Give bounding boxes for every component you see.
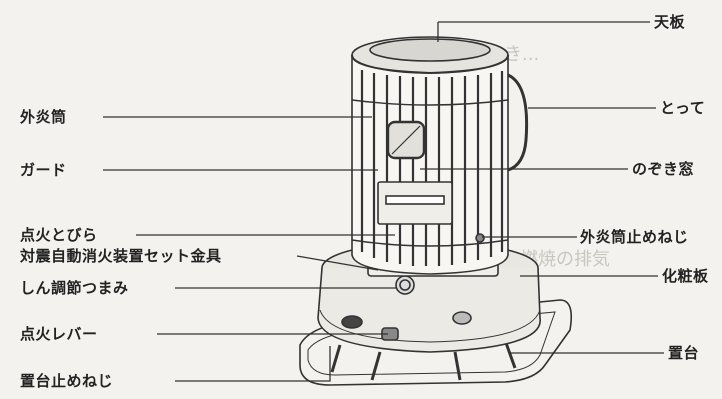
label-base-screw: 置台止めねじ [20,372,114,390]
small-knob [341,315,363,329]
label-handle: とって [660,99,706,117]
wick-knob-dial [395,275,415,295]
label-outer-cylinder: 外炎筒 [20,108,67,126]
label-cosmetic-plate: 化粧板 [662,267,709,285]
leader-lines [103,21,664,382]
label-quake-fitting: 対震自動消火装置セット金具 [20,247,222,265]
outer-cylinder [351,55,509,275]
bleed-text-3: 燃焼の排気 [520,249,610,270]
side-knob [452,311,472,325]
label-ignition-lever: 点火レバー [20,325,98,343]
label-window: のぞき窓 [632,160,695,178]
label-stand: 置台 [668,344,700,362]
label-guard: ガード [20,161,67,179]
cylinder-screw-shape [475,233,485,243]
handle-shape [507,73,529,172]
label-ignition-door: 点火とびら [20,226,98,244]
label-wick-knob: しん調節つまみ [20,279,129,297]
base-body [317,267,541,353]
label-cylinder-screw: 外炎筒止めねじ [580,228,689,246]
label-top-plate: 天板 [654,13,686,31]
